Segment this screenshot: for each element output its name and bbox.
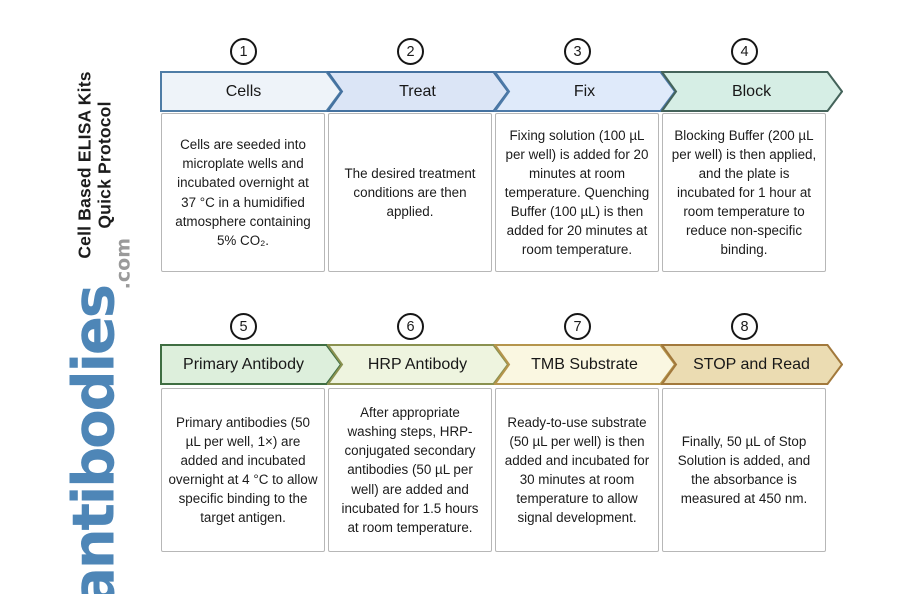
step-5-label: Primary Antibody — [183, 355, 304, 373]
step-7-description: Ready-to-use substrate (50 µL per well) … — [495, 388, 659, 552]
brand-name: antibodies — [59, 286, 128, 594]
step-6-label: HRP Antibody — [367, 355, 468, 373]
protocol-title-line2: Quick Protocol — [94, 101, 114, 229]
step-3-number-badge: 3 — [564, 38, 591, 65]
step-1-label: Cells — [225, 82, 262, 100]
step-4-description-text: Blocking Buffer (200 µL per well) is the… — [671, 127, 817, 258]
step-7-chevron-arrow: TMB Substrate — [494, 344, 676, 385]
step-3-chevron-arrow: Fix — [494, 71, 676, 112]
step-3-fix: 3 Fix Fixing solution (100 µL per well) … — [494, 38, 676, 272]
chevron-shape — [160, 71, 342, 112]
brand-tld: .com — [112, 237, 135, 290]
step-2-description-text: The desired treatment conditions are the… — [344, 165, 476, 220]
step-5-chevron-arrow: Primary Antibody — [160, 344, 342, 385]
step-5-number-badge: 5 — [230, 313, 257, 340]
step-4-label: Block — [731, 82, 772, 100]
step-4-description: Blocking Buffer (200 µL per well) is the… — [662, 113, 826, 272]
step-8-stop-and-read: 8 STOP and Read Finally, 50 µL of Stop S… — [661, 313, 843, 552]
step-3-description: Fixing solution (100 µL per well) is add… — [495, 113, 659, 272]
step-5-description: Primary antibodies (50 µL per well, 1×) … — [161, 388, 325, 552]
protocol-title-line1: Cell Based ELISA Kits — [74, 71, 95, 259]
step-1-cells: 1 Cells Cells are seeded into microplate… — [160, 38, 342, 272]
step-5-description-text: Primary antibodies (50 µL per well, 1×) … — [168, 414, 318, 526]
step-1-description-text: Cells are seeded into microplate wells a… — [175, 137, 311, 248]
chevron-shape — [661, 344, 843, 385]
brand-logo: antibodies.com — [60, 238, 135, 594]
step-6-chevron-arrow: HRP Antibody — [327, 344, 509, 385]
step-5-primary-antibody: 5 Primary Antibody Primary antibodies (5… — [160, 313, 342, 552]
step-6-number-badge: 6 — [397, 313, 424, 340]
chevron-shape — [327, 71, 509, 112]
step-3-label: Fix — [573, 82, 596, 100]
step-1-description: Cells are seeded into microplate wells a… — [161, 113, 325, 272]
step-7-label: TMB Substrate — [531, 355, 638, 373]
chevron-shape — [661, 71, 843, 112]
step-8-number-badge: 8 — [731, 313, 758, 340]
step-8-chevron-arrow: STOP and Read — [661, 344, 843, 385]
chevron-shape — [327, 344, 509, 385]
step-2-treat: 2 Treat The desired treatment conditions… — [327, 38, 509, 272]
step-6-description: After appropriate washing steps, HRP-con… — [328, 388, 492, 552]
step-3-description-text: Fixing solution (100 µL per well) is add… — [504, 127, 650, 258]
chevron-shape — [494, 344, 676, 385]
step-2-description: The desired treatment conditions are the… — [328, 113, 492, 272]
step-8-label: STOP and Read — [693, 355, 810, 373]
protocol-title: Cell Based ELISA Kits Quick Protocol — [74, 71, 114, 259]
step-4-chevron-arrow: Block — [661, 71, 843, 112]
step-7-description-text: Ready-to-use substrate (50 µL per well) … — [504, 414, 650, 526]
step-4-number-badge: 4 — [731, 38, 758, 65]
step-2-chevron-arrow: Treat — [327, 71, 509, 112]
step-2-label: Treat — [399, 82, 436, 100]
step-6-hrp-antibody: 6 HRP Antibody After appropriate washing… — [327, 313, 509, 552]
step-8-description: Finally, 50 µL of Stop Solution is added… — [662, 388, 826, 552]
step-1-chevron-arrow: Cells — [160, 71, 342, 112]
step-6-description-text: After appropriate washing steps, HRP-con… — [341, 405, 479, 535]
step-2-number-badge: 2 — [397, 38, 424, 65]
chevron-shape — [160, 344, 342, 385]
step-7-number-badge: 7 — [564, 313, 591, 340]
step-7-tmb-substrate: 7 TMB Substrate Ready-to-use substrate (… — [494, 313, 676, 552]
chevron-shape — [494, 71, 676, 112]
step-8-description-text: Finally, 50 µL of Stop Solution is added… — [677, 433, 811, 507]
step-1-number-badge: 1 — [230, 38, 257, 65]
step-4-block: 4 Block Blocking Buffer (200 µL per well… — [661, 38, 843, 272]
